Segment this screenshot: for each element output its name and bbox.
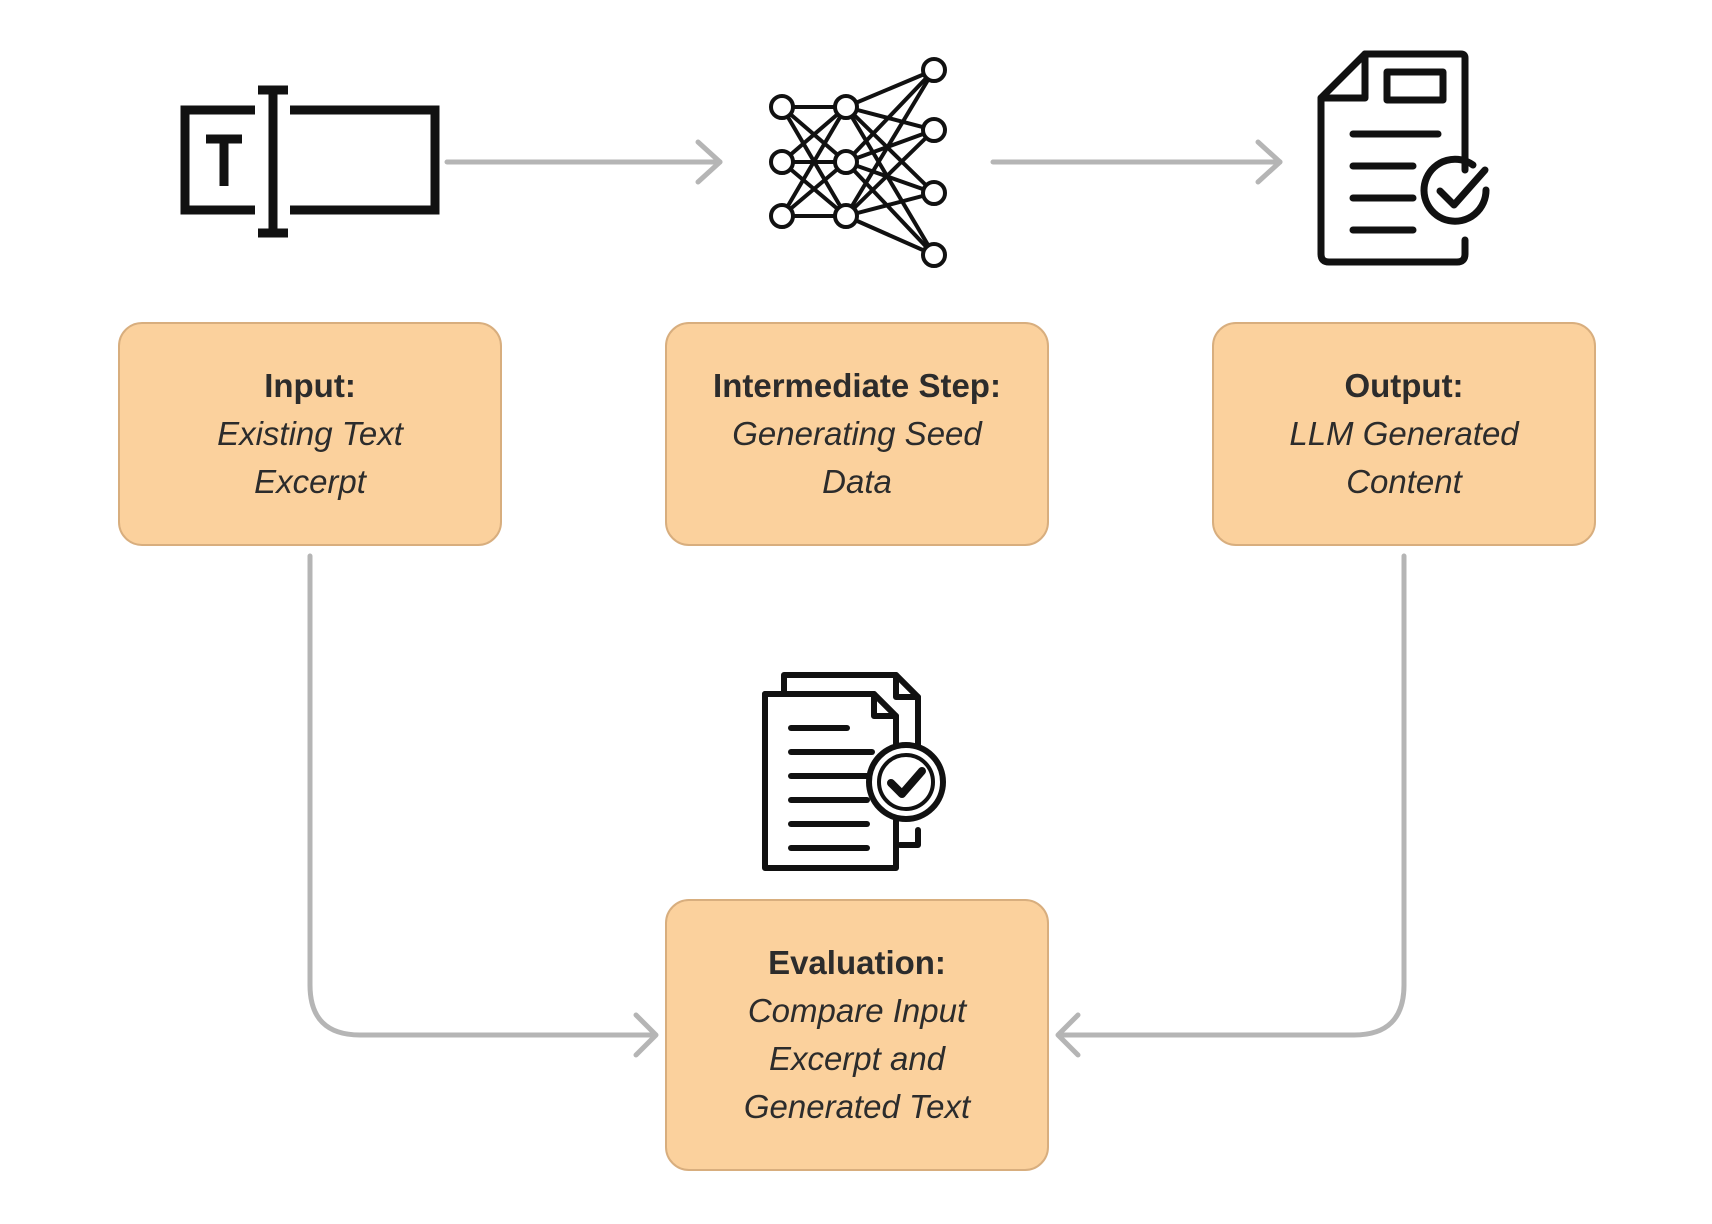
input-node: Input: Existing Text Excerpt bbox=[118, 322, 502, 546]
input-node-title: Input: bbox=[264, 367, 356, 404]
arrow-intermediate-to-output bbox=[990, 139, 1283, 185]
text-field-icon bbox=[180, 85, 440, 238]
arrow-input-to-intermediate bbox=[444, 139, 723, 185]
input-node-body-line-1: Existing Text bbox=[217, 415, 403, 452]
input-node-body-line-2: Excerpt bbox=[254, 463, 366, 500]
arrow-input-to-evaluation bbox=[307, 553, 659, 1058]
evaluation-node-title: Evaluation: bbox=[768, 944, 946, 981]
output-node-body-line-1: LLM Generated bbox=[1289, 415, 1519, 452]
document-check-icon bbox=[1317, 50, 1490, 266]
documents-check-icon bbox=[762, 672, 946, 871]
output-node-body-line-2: Content bbox=[1346, 463, 1462, 500]
neural-network-icon bbox=[769, 57, 947, 268]
evaluation-node-body-line-1: Compare Input bbox=[747, 992, 967, 1029]
intermediate-node-body-line-1: Generating Seed bbox=[732, 415, 982, 452]
output-node: Output: LLM Generated Content bbox=[1212, 322, 1596, 546]
output-node-title: Output: bbox=[1344, 367, 1464, 404]
arrow-output-to-evaluation bbox=[1055, 553, 1407, 1058]
intermediate-node-title: Intermediate Step: bbox=[713, 367, 1001, 404]
intermediate-node: Intermediate Step: Generating Seed Data bbox=[665, 322, 1049, 546]
evaluation-node-body-line-3: Generated Text bbox=[743, 1088, 971, 1125]
evaluation-node-body-line-2: Excerpt and bbox=[768, 1040, 946, 1077]
evaluation-node: Evaluation: Compare Input Excerpt and Ge… bbox=[665, 899, 1049, 1171]
intermediate-node-body-line-2: Data bbox=[822, 463, 892, 500]
